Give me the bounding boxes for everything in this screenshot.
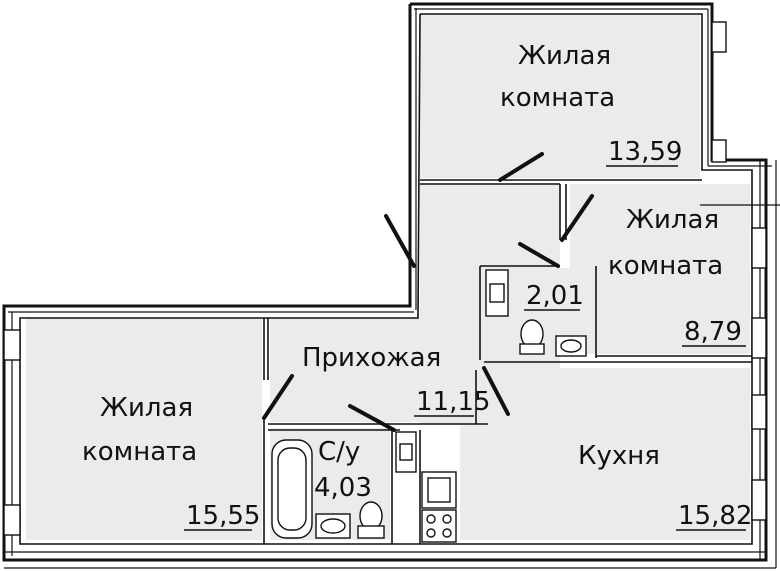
bedroom-left-name-1: Жилая bbox=[100, 393, 193, 423]
bathroom-main-name: С/у bbox=[318, 437, 360, 467]
toilet-tank-main-bath bbox=[357, 525, 385, 539]
window-left-2 bbox=[3, 504, 21, 536]
bathroom-main-area: 4,03 bbox=[314, 473, 372, 503]
bedroom-right-name-1: Жилая bbox=[626, 205, 719, 235]
toilet-tank-small-bath bbox=[519, 343, 545, 355]
hallway-name: Прихожая bbox=[302, 343, 441, 373]
windows bbox=[3, 21, 767, 536]
window-right-1 bbox=[751, 227, 767, 269]
stove-burner-1 bbox=[426, 514, 436, 524]
bedroom-top-name-1: Жилая bbox=[518, 41, 611, 71]
door-small-bath bbox=[518, 242, 560, 268]
stove-burner-3 bbox=[426, 528, 436, 538]
kitchen-area: 15,82 bbox=[678, 501, 752, 531]
kitchen-stove bbox=[421, 509, 457, 543]
room-labels: Жилая комната 13,59 Жилая комната 8,79 2… bbox=[82, 41, 752, 531]
door-kitchen bbox=[482, 366, 510, 416]
kitchen-sink-inner bbox=[427, 477, 451, 503]
interior-walls bbox=[263, 179, 752, 544]
sink-bowl-main-bath bbox=[320, 518, 346, 534]
kitchen-name: Кухня bbox=[578, 441, 660, 471]
door-entrance bbox=[384, 214, 416, 268]
hallway-fill-2 bbox=[270, 318, 475, 422]
bedroom-top-area: 13,59 bbox=[608, 137, 682, 167]
bathtub-inner bbox=[277, 447, 307, 531]
hallway-area: 11,15 bbox=[416, 387, 490, 417]
bathroom-small-area: 2,01 bbox=[526, 281, 584, 311]
doors bbox=[262, 152, 594, 432]
bedroom-right-name-2: комната bbox=[608, 251, 723, 281]
stove-burner-2 bbox=[442, 514, 452, 524]
door-right-bedroom bbox=[560, 194, 594, 242]
door-left-bedroom bbox=[262, 374, 294, 420]
sink-bowl-small-bath bbox=[560, 339, 582, 353]
window-top-2 bbox=[711, 139, 727, 163]
bedroom-top-fill bbox=[420, 14, 700, 178]
window-right-3 bbox=[751, 394, 767, 430]
window-right-2 bbox=[751, 317, 767, 359]
door-top-bedroom bbox=[498, 152, 544, 182]
bedroom-left-fill bbox=[26, 318, 262, 540]
bedroom-left-name-2: комната bbox=[82, 437, 197, 467]
stove-burner-4 bbox=[442, 528, 452, 538]
riser-small-bath-inner bbox=[489, 283, 505, 303]
bedroom-left-area: 15,55 bbox=[186, 501, 260, 531]
riser-main-bath-inner bbox=[399, 443, 413, 461]
fixtures bbox=[271, 269, 587, 543]
outer-wall-outline bbox=[2, 2, 768, 562]
window-left-1 bbox=[3, 329, 21, 361]
window-right-4 bbox=[751, 479, 767, 521]
kitchen-fill bbox=[460, 368, 750, 540]
window-top bbox=[711, 21, 727, 53]
door-main-bath bbox=[348, 404, 396, 432]
outer-wall-inner-line bbox=[19, 13, 753, 545]
bedroom-right-area: 8,79 bbox=[684, 317, 742, 347]
bedroom-right-fill bbox=[570, 184, 750, 354]
bedroom-top-name-2: комната bbox=[500, 83, 615, 113]
